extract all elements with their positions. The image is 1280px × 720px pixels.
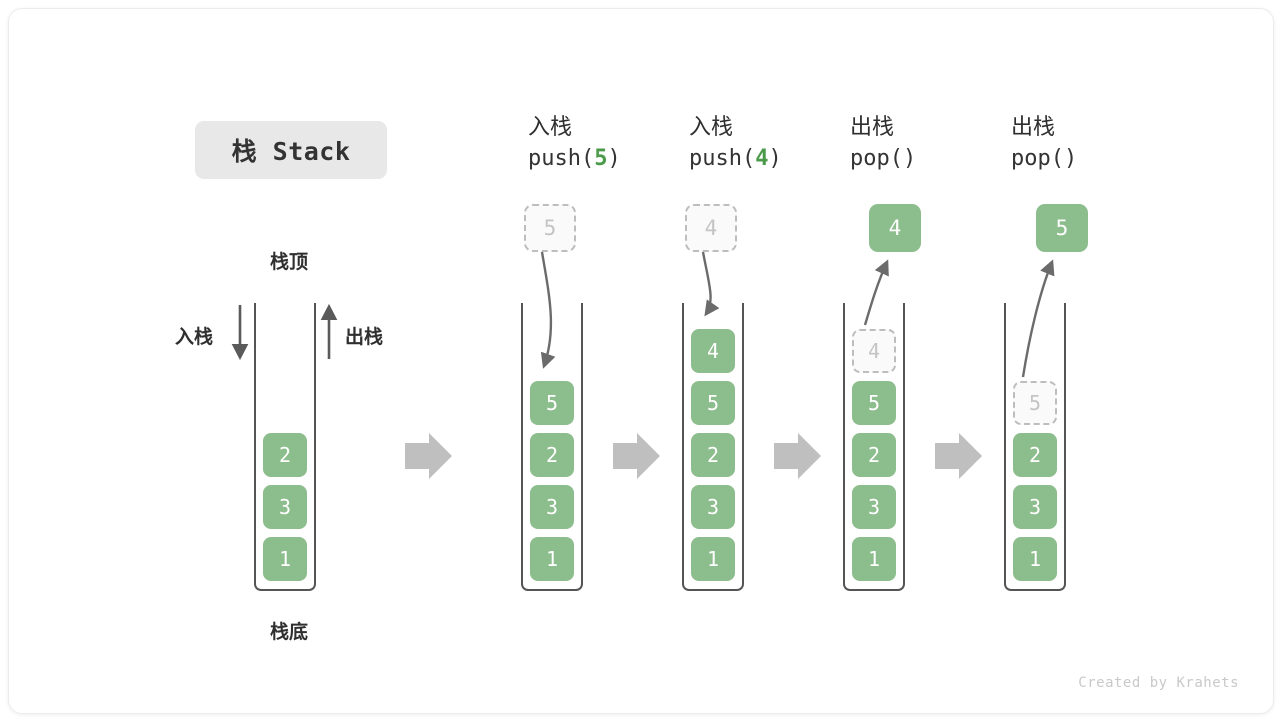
stack-bottom-label: 栈底 [269,621,308,643]
diagram-card: 栈 Stack 入栈 push(5) 入栈 push(4) 出栈 pop() 出… [8,8,1274,714]
credit-text: Created by Krahets [1078,675,1239,691]
stack-cell: 4 [691,329,735,373]
stack-tube-pop-4 [843,303,905,591]
stack-cell: 3 [1013,485,1057,529]
stack-tube-push-4 [682,303,744,591]
stack-cell: 3 [263,485,307,529]
code-arg: 5 [594,146,608,171]
step-header-push-5: 入栈 push(5) [528,113,678,175]
code-fn-close: ) [1063,146,1078,171]
code-fn-close: ) [902,146,917,171]
step-header-label-cn: 入栈 [689,115,734,140]
tube-wall [1004,303,1066,591]
tube-wall [843,303,905,591]
stack-tube-initial [254,303,316,591]
step-header-label-cn: 出栈 [1011,115,1056,140]
stack-cell: 2 [1013,433,1057,477]
popped-element: 5 [1036,204,1088,252]
tube-wall [254,303,316,591]
push-side-label: 入栈 [175,326,214,348]
stack-cell: 5 [530,381,574,425]
incoming-element-ghost: 5 [524,204,576,252]
stack-cell: 2 [530,433,574,477]
removed-element-ghost: 5 [1013,381,1057,425]
code-fn-open: push( [689,146,756,171]
stack-top-label: 栈顶 [269,251,308,273]
stack-cell: 2 [691,433,735,477]
pop-side-label: 出栈 [345,326,384,348]
step-header-code: pop() [850,143,1000,175]
tube-wall [521,303,583,591]
incoming-element-ghost: 4 [685,204,737,252]
step-header-code: push(5) [528,143,678,175]
flow-arrow [774,433,821,479]
stack-cell: 5 [852,381,896,425]
code-fn-open: pop( [1011,146,1064,171]
stack-cell: 1 [852,537,896,581]
code-fn-close: ) [768,146,782,171]
tube-wall [682,303,744,591]
stack-cell: 2 [852,433,896,477]
stack-cell: 1 [530,537,574,581]
flow-arrow [935,433,982,479]
stack-cell: 1 [1013,537,1057,581]
stack-cell: 5 [691,381,735,425]
step-header-label-cn: 出栈 [850,115,895,140]
stack-cell: 1 [263,537,307,581]
step-header-pop-4: 出栈 pop() [850,113,1000,175]
step-header-code: push(4) [689,143,839,175]
popped-element: 4 [869,204,921,252]
stack-cell: 3 [691,485,735,529]
code-fn-open: pop( [850,146,903,171]
code-arg: 4 [755,146,769,171]
stack-tube-push-5 [521,303,583,591]
step-header-pop-5: 出栈 pop() [1011,113,1161,175]
stack-cell: 1 [691,537,735,581]
diagram-title-chip: 栈 Stack [195,121,387,179]
code-fn-close: ) [607,146,621,171]
stack-cell: 2 [263,433,307,477]
step-header-code: pop() [1011,143,1161,175]
stack-tube-pop-5 [1004,303,1066,591]
stack-cell: 3 [852,485,896,529]
stack-cell: 3 [530,485,574,529]
removed-element-ghost: 4 [852,329,896,373]
flow-arrow [405,433,452,479]
flow-arrow [613,433,660,479]
step-header-push-4: 入栈 push(4) [689,113,839,175]
code-fn-open: push( [528,146,595,171]
step-header-label-cn: 入栈 [528,115,573,140]
